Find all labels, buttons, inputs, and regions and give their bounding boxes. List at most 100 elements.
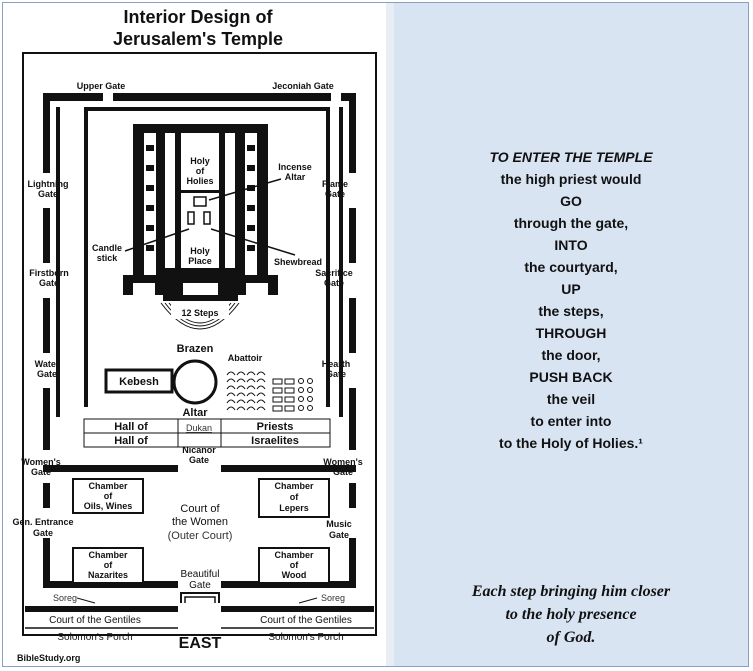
slaughter-ring (246, 406, 256, 411)
soreg-arrow (298, 597, 318, 604)
holy-of-holies-label-2: of (196, 166, 205, 176)
wall-left-seg (43, 208, 50, 263)
music-gate-label-1: Music (326, 519, 352, 529)
hearth-gate-label-2: Gate (326, 369, 346, 379)
flame-gate-label-2: Gate (325, 189, 345, 199)
soreg-arrow (76, 597, 96, 604)
panel-divider (386, 3, 394, 666)
closing-line-3: of God. (546, 629, 596, 646)
wall-left-seg (43, 538, 50, 585)
marble-table (272, 387, 283, 394)
wall-right-seg (349, 538, 356, 585)
women-court-wall-bottom (221, 581, 356, 588)
marble-table (284, 378, 295, 385)
chamber-nazarites-label-2: of (104, 560, 113, 570)
slaughter-ring (226, 392, 236, 397)
women-court-wall-bottom (43, 581, 178, 588)
slaughter-ring (256, 371, 266, 376)
kebesh-ramp (104, 368, 174, 394)
porch-opening (246, 283, 268, 295)
wall-right-seg (349, 483, 356, 508)
post (298, 378, 304, 384)
outer-court-label: (Outer Court) (168, 530, 233, 542)
slaughter-ring (256, 399, 266, 404)
chamber-oils-label-2: of (104, 491, 113, 501)
marble-table (272, 378, 283, 385)
chamber-lepers-label-3: Lepers (279, 503, 309, 513)
chamber-oils-label-1: Chamber (88, 481, 128, 491)
shewbread-table (203, 211, 211, 225)
solomons-porch-left-label: Solomon's Porch (57, 632, 132, 643)
wall-right-inner2 (326, 107, 330, 407)
court-gentiles-right-label: Court of the Gentiles (260, 615, 352, 626)
slaughter-ring (246, 392, 256, 397)
hall-of-label-2: Hall of (114, 435, 148, 447)
womens-gate-left-label-2: Gate (31, 467, 51, 477)
slaughter-ring (236, 406, 246, 411)
wall-top-right (341, 93, 356, 101)
wall-right-seg (349, 298, 356, 353)
wall-left-inner (56, 107, 60, 417)
east-label: EAST (179, 635, 222, 652)
porch-opening (133, 283, 155, 295)
candlestick (187, 211, 195, 225)
post (307, 405, 313, 411)
temple-door (183, 283, 218, 295)
text-line-5: INTO (554, 237, 588, 253)
slaughter-ring (246, 378, 256, 383)
beautiful-gate-label-1: Beautiful (181, 569, 220, 580)
post (307, 396, 313, 402)
slaughter-ring (226, 378, 236, 383)
closing-line-2: to the holy presence (505, 606, 637, 623)
chamber-wood-label-2: of (290, 560, 299, 570)
chamber-oils-label-3: Oils, Wines (84, 501, 132, 511)
post (307, 378, 313, 384)
wall-left-seg (43, 388, 50, 450)
text-line-7: UP (561, 281, 581, 297)
steps-label: 12 Steps (181, 308, 218, 318)
incense-altar-label-2: Altar (285, 172, 306, 182)
pillar (247, 165, 255, 171)
wall-right-seg (349, 208, 356, 263)
nicanor-gate-label-1: Nicanor (182, 445, 216, 455)
beautiful-gate-steps (184, 596, 216, 603)
steps-bg (171, 305, 229, 319)
post (298, 405, 304, 411)
text-line-14: to the Holy of Holies.¹ (499, 435, 643, 451)
slaughter-ring (226, 371, 236, 376)
wall-top-mid (113, 93, 331, 101)
kebesh-label: Kebesh (119, 376, 159, 388)
gen-entrance-gate-label-1: Gen. Entrance (12, 517, 73, 527)
temple-inner-column (225, 133, 235, 268)
dukan-label: Dukan (186, 423, 212, 433)
slaughter-ring (236, 378, 246, 383)
wall-left-seg (43, 483, 50, 508)
diagram-title-line1: Interior Design of (123, 7, 273, 27)
pillar (146, 245, 154, 251)
post (298, 396, 304, 402)
incense-altar-label-1: Incense (278, 162, 312, 172)
abattoir-grid (226, 371, 313, 412)
slaughter-ring (236, 371, 246, 376)
credit-label: BibleStudy.org (17, 653, 80, 663)
chamber-lepers-label-2: of (290, 492, 299, 502)
pillar (146, 185, 154, 191)
pillar (247, 145, 255, 151)
chamber-oils-wines (72, 478, 144, 514)
soreg-left-label: Soreg (53, 593, 77, 603)
outer-wall-bottom (25, 606, 178, 612)
outer-wall-line (22, 52, 377, 636)
wall-left-seg (43, 298, 50, 353)
womens-gate-right-label-2: Gate (333, 467, 353, 477)
beautiful-gate-steps (180, 592, 220, 603)
hall-of-label-1: Hall of (114, 421, 148, 433)
steps-arc (160, 302, 240, 330)
wall-left-seg (43, 93, 50, 173)
music-gate-label-2: Gate (329, 530, 349, 540)
water-gate-label-1: Water (35, 359, 60, 369)
solomons-porch-right-label: Solomon's Porch (268, 632, 343, 643)
sacrifice-gate-label-2: Gate (324, 278, 344, 288)
post (307, 387, 313, 393)
slaughter-ring (256, 406, 266, 411)
slaughter-ring (246, 399, 256, 404)
